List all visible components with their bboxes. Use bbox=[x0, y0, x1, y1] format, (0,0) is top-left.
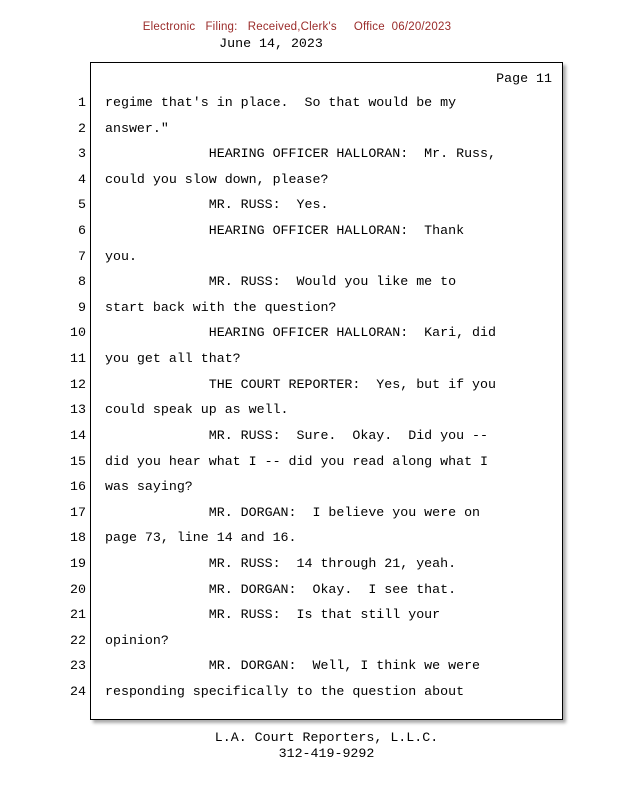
transcript-sheet: Page 11 bbox=[90, 62, 563, 720]
hearing-date: June 14, 2023 bbox=[219, 36, 323, 51]
line-number: 8 bbox=[78, 274, 86, 290]
line-number: 15 bbox=[70, 453, 86, 469]
line-number: 19 bbox=[70, 555, 86, 571]
line-text: could speak up as well. bbox=[105, 402, 289, 418]
transcript-line: 4 could you slow down, please? bbox=[50, 172, 570, 198]
line-text: MR. DORGAN: I believe you were on bbox=[105, 504, 481, 520]
line-number: 22 bbox=[70, 632, 86, 648]
line-number: 21 bbox=[70, 607, 86, 623]
transcript-line: 7 you. bbox=[50, 249, 570, 275]
line-number: 10 bbox=[70, 325, 86, 341]
line-number: 16 bbox=[70, 479, 86, 495]
transcript-line: 20 MR. DORGAN: Okay. I see that. bbox=[50, 582, 570, 608]
line-number: 13 bbox=[70, 402, 86, 418]
line-number: 17 bbox=[70, 504, 86, 520]
efiling-stamp: Electronic Filing: Received,Clerk's Offi… bbox=[142, 21, 452, 33]
line-text: HEARING OFFICER HALLORAN: Mr. Russ, bbox=[105, 146, 496, 162]
transcript-line: 11 you get all that? bbox=[50, 351, 570, 377]
line-text: HEARING OFFICER HALLORAN: Thank bbox=[105, 223, 465, 239]
transcript-line: 19 MR. RUSS: 14 through 21, yeah. bbox=[50, 556, 570, 582]
transcript-line: 6 HEARING OFFICER HALLORAN: Thank bbox=[50, 223, 570, 249]
line-number: 3 bbox=[78, 146, 86, 162]
line-number: 11 bbox=[70, 351, 86, 367]
line-number: 9 bbox=[78, 299, 86, 315]
transcript-line: 23 MR. DORGAN: Well, I think we were bbox=[50, 658, 570, 684]
page-number-label: Page 11 bbox=[496, 71, 552, 86]
line-text: MR. DORGAN: Okay. I see that. bbox=[105, 581, 457, 597]
transcript-line: 8 MR. RUSS: Would you like me to bbox=[50, 274, 570, 300]
line-text: MR. RUSS: Yes. bbox=[105, 197, 329, 213]
court-reporter-name: L.A. Court Reporters, L.L.C. bbox=[214, 730, 439, 745]
transcript-line: 24 responding specifically to the questio… bbox=[50, 684, 570, 710]
line-text: answer." bbox=[105, 120, 169, 136]
line-text: responding specifically to the question … bbox=[105, 684, 465, 700]
line-text: MR. RUSS: Would you like me to bbox=[105, 274, 457, 290]
footer: L.A. Court Reporters, L.L.C. 312-419-929… bbox=[90, 730, 563, 761]
line-text: opinion? bbox=[105, 632, 169, 648]
transcript-line: 15 did you hear what I -- did you read al… bbox=[50, 454, 570, 480]
transcript-line: 13 could speak up as well. bbox=[50, 402, 570, 428]
transcript-line: 21 MR. RUSS: Is that still your bbox=[50, 607, 570, 633]
line-text: did you hear what I -- did you read alon… bbox=[105, 453, 489, 469]
transcript-line: 18 page 73, line 14 and 16. bbox=[50, 530, 570, 556]
line-number: 4 bbox=[78, 171, 86, 187]
transcript-line: 10 HEARING OFFICER HALLORAN: Kari, did bbox=[50, 325, 570, 351]
line-text: you get all that? bbox=[105, 351, 241, 367]
line-number: 2 bbox=[78, 120, 86, 136]
line-number: 20 bbox=[70, 581, 86, 597]
line-text: MR. RUSS: Is that still your bbox=[105, 607, 441, 623]
line-text: regime that's in place. So that would be… bbox=[105, 95, 457, 110]
line-number: 24 bbox=[70, 684, 86, 700]
transcript-line: 2 answer." bbox=[50, 121, 570, 147]
line-text: was saying? bbox=[105, 479, 193, 495]
line-number: 23 bbox=[70, 658, 86, 674]
line-number: 1 bbox=[78, 95, 86, 110]
line-text: MR. RUSS: Sure. Okay. Did you -- bbox=[105, 427, 489, 443]
line-text: could you slow down, please? bbox=[105, 171, 329, 187]
transcript-lines: 1 regime that's in place. So that would b… bbox=[50, 95, 570, 710]
line-text: MR. RUSS: 14 through 21, yeah. bbox=[105, 555, 457, 571]
line-text: you. bbox=[105, 248, 137, 264]
transcript-line: 1 regime that's in place. So that would b… bbox=[50, 95, 570, 121]
transcript-line: 9 start back with the question? bbox=[50, 300, 570, 326]
line-text: THE COURT REPORTER: Yes, but if you bbox=[105, 376, 496, 392]
line-text: MR. DORGAN: Well, I think we were bbox=[105, 658, 481, 674]
court-reporter-phone: 312-419-9292 bbox=[278, 745, 375, 761]
transcript-line: 5 MR. RUSS: Yes. bbox=[50, 197, 570, 223]
line-text: page 73, line 14 and 16. bbox=[105, 530, 297, 546]
line-number: 5 bbox=[78, 197, 86, 213]
line-number: 18 bbox=[70, 530, 86, 546]
line-number: 6 bbox=[78, 223, 86, 239]
transcript-line: 14 MR. RUSS: Sure. Okay. Did you -- bbox=[50, 428, 570, 454]
line-number: 7 bbox=[78, 248, 86, 264]
line-text: start back with the question? bbox=[105, 299, 337, 315]
line-text: HEARING OFFICER HALLORAN: Kari, did bbox=[105, 325, 496, 341]
line-number: 14 bbox=[70, 427, 86, 443]
transcript-line: 22 opinion? bbox=[50, 633, 570, 659]
transcript-line: 12 THE COURT REPORTER: Yes, but if you bbox=[50, 377, 570, 403]
line-number: 12 bbox=[70, 376, 86, 392]
transcript-line: 17 MR. DORGAN: I believe you were on bbox=[50, 505, 570, 531]
transcript-line: 16 was saying? bbox=[50, 479, 570, 505]
transcript-line: 3 HEARING OFFICER HALLORAN: Mr. Russ, bbox=[50, 146, 570, 172]
